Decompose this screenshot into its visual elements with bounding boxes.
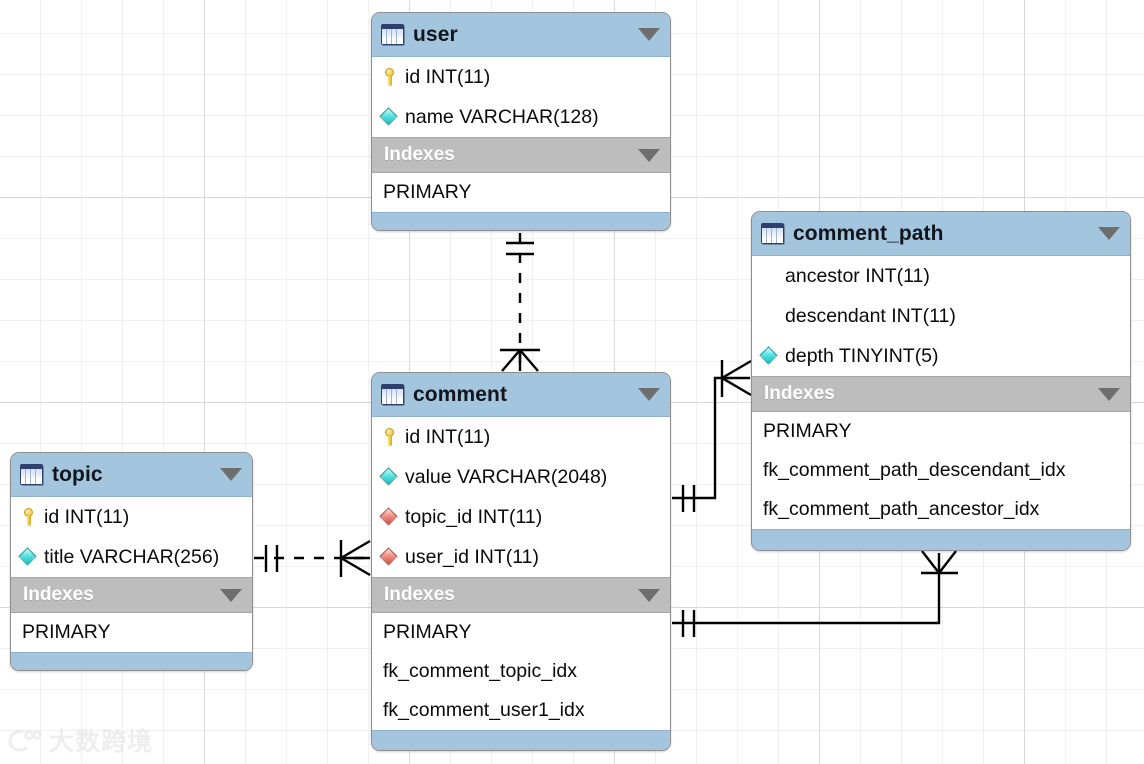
column-label: ancestor INT(11) — [785, 264, 930, 287]
watermark-logo-icon — [8, 727, 42, 753]
column-row[interactable]: value VARCHAR(2048) — [372, 457, 670, 497]
indexes-section-header[interactable]: Indexes — [372, 577, 670, 613]
table-icon — [381, 24, 404, 45]
column-row[interactable]: name VARCHAR(128) — [372, 97, 670, 137]
no-icon — [759, 306, 779, 326]
column-label: id INT(11) — [405, 425, 491, 448]
column-label: id INT(11) — [405, 65, 491, 88]
table-comment-header[interactable]: comment — [372, 373, 670, 417]
table-icon — [381, 384, 404, 405]
indexes-section-label: Indexes — [23, 584, 94, 605]
table-user-header[interactable]: user — [372, 13, 670, 57]
index-row[interactable]: fk_comment_path_descendant_idx — [752, 451, 1130, 490]
column-row[interactable]: topic_id INT(11) — [372, 497, 670, 537]
table-comment-path-header[interactable]: comment_path — [752, 212, 1130, 256]
index-row[interactable]: PRIMARY — [752, 412, 1130, 451]
table-topic[interactable]: topic id INT(11) title VARCHAR(256) Inde… — [10, 452, 253, 671]
watermark: 大数跨境 — [8, 722, 153, 758]
table-footer — [11, 652, 252, 670]
table-user[interactable]: user id INT(11) name VARCHAR(128) Indexe… — [371, 12, 671, 231]
index-label: PRIMARY — [22, 621, 111, 643]
column-label: topic_id INT(11) — [405, 505, 543, 528]
column-label: id INT(11) — [44, 505, 130, 528]
index-row[interactable]: fk_comment_topic_idx — [372, 652, 670, 691]
collapse-caret-icon[interactable] — [1098, 387, 1120, 401]
column-label: name VARCHAR(128) — [405, 105, 599, 128]
index-label: PRIMARY — [383, 181, 472, 203]
connector-comment-commentpath-upper — [672, 359, 752, 512]
column-row[interactable]: user_id INT(11) — [372, 537, 670, 577]
connector-user-comment — [500, 233, 540, 372]
table-icon — [761, 223, 784, 244]
column-row[interactable]: ancestor INT(11) — [752, 256, 1130, 296]
indexes-section-header[interactable]: Indexes — [372, 137, 670, 173]
table-comment-title: comment — [413, 382, 508, 406]
column-row[interactable]: id INT(11) — [372, 417, 670, 457]
collapse-caret-icon[interactable] — [638, 588, 660, 602]
red-diamond-icon — [379, 547, 399, 567]
column-label: descendant INT(11) — [785, 304, 956, 327]
table-footer — [372, 730, 670, 750]
collapse-caret-icon[interactable] — [1098, 227, 1120, 240]
cyan-diamond-icon — [379, 107, 399, 127]
column-row[interactable]: descendant INT(11) — [752, 296, 1130, 336]
cyan-diamond-icon — [18, 547, 38, 567]
table-topic-title: topic — [52, 462, 103, 486]
connector-topic-comment — [254, 539, 371, 577]
column-row[interactable]: title VARCHAR(256) — [11, 537, 252, 577]
index-row[interactable]: PRIMARY — [372, 613, 670, 652]
collapse-caret-icon[interactable] — [220, 588, 242, 602]
indexes-section-header[interactable]: Indexes — [11, 577, 252, 613]
red-diamond-icon — [379, 507, 399, 527]
table-icon — [20, 464, 43, 485]
index-row[interactable]: PRIMARY — [372, 173, 670, 212]
index-label: PRIMARY — [763, 420, 852, 442]
column-row[interactable]: depth TINYINT(5) — [752, 336, 1130, 376]
primary-key-icon — [379, 67, 399, 87]
cyan-diamond-icon — [379, 467, 399, 487]
indexes-section-label: Indexes — [764, 383, 835, 404]
index-row[interactable]: fk_comment_user1_idx — [372, 691, 670, 730]
column-label: value VARCHAR(2048) — [405, 465, 608, 488]
indexes-section-header[interactable]: Indexes — [752, 376, 1130, 412]
connector-comment-commentpath-lower — [672, 550, 958, 637]
index-label: fk_comment_path_ancestor_idx — [763, 498, 1040, 520]
table-topic-header[interactable]: topic — [11, 453, 252, 497]
index-label: PRIMARY — [383, 621, 472, 643]
collapse-caret-icon[interactable] — [220, 468, 242, 481]
index-label: fk_comment_topic_idx — [383, 660, 578, 682]
no-icon — [759, 266, 779, 286]
collapse-caret-icon[interactable] — [638, 388, 660, 401]
column-row[interactable]: id INT(11) — [372, 57, 670, 97]
table-footer — [372, 212, 670, 230]
watermark-text: 大数跨境 — [49, 727, 154, 756]
column-label: depth TINYINT(5) — [785, 344, 939, 367]
table-footer — [752, 529, 1130, 550]
primary-key-icon — [379, 427, 399, 447]
cyan-diamond-icon — [759, 346, 779, 366]
primary-key-icon — [18, 507, 38, 527]
collapse-caret-icon[interactable] — [638, 148, 660, 162]
table-comment[interactable]: comment id INT(11) value VARCHAR(2048) t… — [371, 372, 671, 751]
indexes-section-label: Indexes — [384, 584, 455, 605]
column-label: user_id INT(11) — [405, 545, 540, 568]
index-row[interactable]: PRIMARY — [11, 613, 252, 652]
table-comment-path-title: comment_path — [793, 221, 944, 245]
table-comment-path[interactable]: comment_path ancestor INT(11) descendant… — [751, 211, 1131, 551]
table-user-title: user — [413, 22, 458, 46]
column-label: title VARCHAR(256) — [44, 545, 220, 568]
index-label: fk_comment_user1_idx — [383, 699, 585, 721]
index-label: fk_comment_path_descendant_idx — [763, 459, 1066, 481]
column-row[interactable]: id INT(11) — [11, 497, 252, 537]
index-row[interactable]: fk_comment_path_ancestor_idx — [752, 490, 1130, 529]
indexes-section-label: Indexes — [384, 144, 455, 165]
collapse-caret-icon[interactable] — [638, 28, 660, 41]
